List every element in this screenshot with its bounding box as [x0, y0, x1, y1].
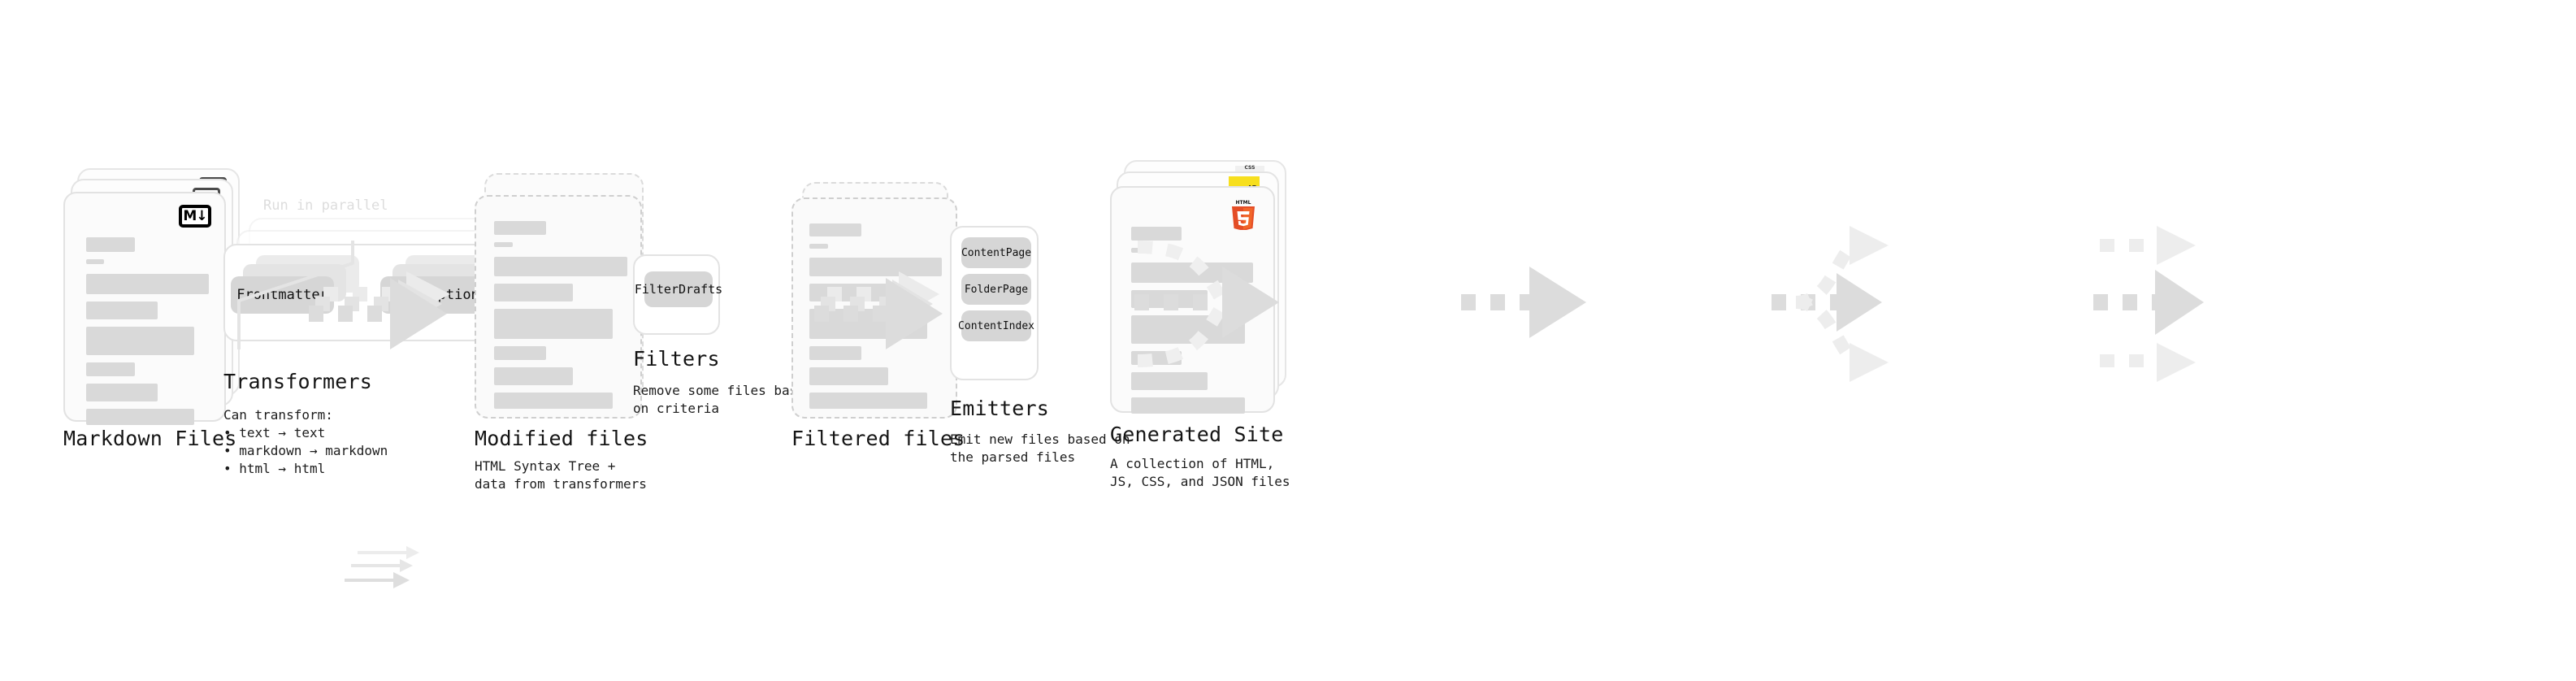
- html5-logo-icon: HTML: [1229, 197, 1257, 231]
- stage-title-filtered-files: Filtered files: [791, 427, 965, 450]
- filter-chip-filterdrafts[interactable]: FilterDrafts: [635, 271, 722, 307]
- emitter-chip-contentpage[interactable]: ContentPage: [961, 237, 1031, 268]
- stage-subtitle-filters: Remove some files based on criteria: [633, 383, 813, 416]
- stage-title-markdown-files: Markdown Files: [63, 427, 237, 450]
- emitter-chip-contentindex[interactable]: ContentIndex: [958, 310, 1034, 341]
- emitter-chip-folderpage[interactable]: FolderPage: [961, 274, 1031, 305]
- filtered-card-front: [791, 197, 957, 419]
- stage-title-emitters: Emitters: [950, 397, 1050, 420]
- card-placeholder-lines: [1131, 227, 1257, 421]
- stage-title-filters: Filters: [633, 347, 720, 371]
- card-placeholder-lines: [86, 237, 209, 432]
- connector-filtered-to-emitters: [1772, 226, 1889, 382]
- stage-title-modified-files: Modified files: [475, 427, 648, 450]
- generated-card-front: HTML: [1110, 186, 1275, 414]
- connector-emitters-to-site: [2093, 226, 2204, 382]
- stage-subtitle-emitters: Emit new files based on the parsed files: [950, 432, 1130, 465]
- emitters-group: ContentPage FolderPage ContentIndex: [950, 226, 1039, 380]
- filters-group: FilterDrafts: [633, 254, 722, 335]
- card-placeholder-lines: [494, 221, 627, 416]
- svg-text:HTML: HTML: [1236, 200, 1251, 206]
- run-in-parallel-label: Run in parallel: [263, 197, 388, 214]
- stage-title-generated-site: Generated Site: [1110, 423, 1284, 446]
- transformer-chip-description[interactable]: Description: [380, 276, 487, 314]
- transformer-internal-arrows: [345, 546, 419, 588]
- modified-card-front: [475, 195, 642, 419]
- card-placeholder-lines: [809, 223, 942, 416]
- stage-subtitle-transformers: Can transform: • text → text • markdown …: [223, 407, 388, 476]
- connector-filters-to-filtered: [1461, 267, 1586, 338]
- markdown-card-front: M↓: [63, 192, 226, 425]
- markdown-logo-icon: M↓: [179, 205, 211, 228]
- transformer-chip-frontmatter[interactable]: Frontmatter: [231, 276, 334, 314]
- stage-subtitle-modified-files: HTML Syntax Tree + data from transformer…: [475, 458, 647, 492]
- stage-subtitle-generated-site: A collection of HTML, JS, CSS, and JSON …: [1110, 456, 1290, 489]
- stage-title-transformers: Transformers: [223, 370, 373, 393]
